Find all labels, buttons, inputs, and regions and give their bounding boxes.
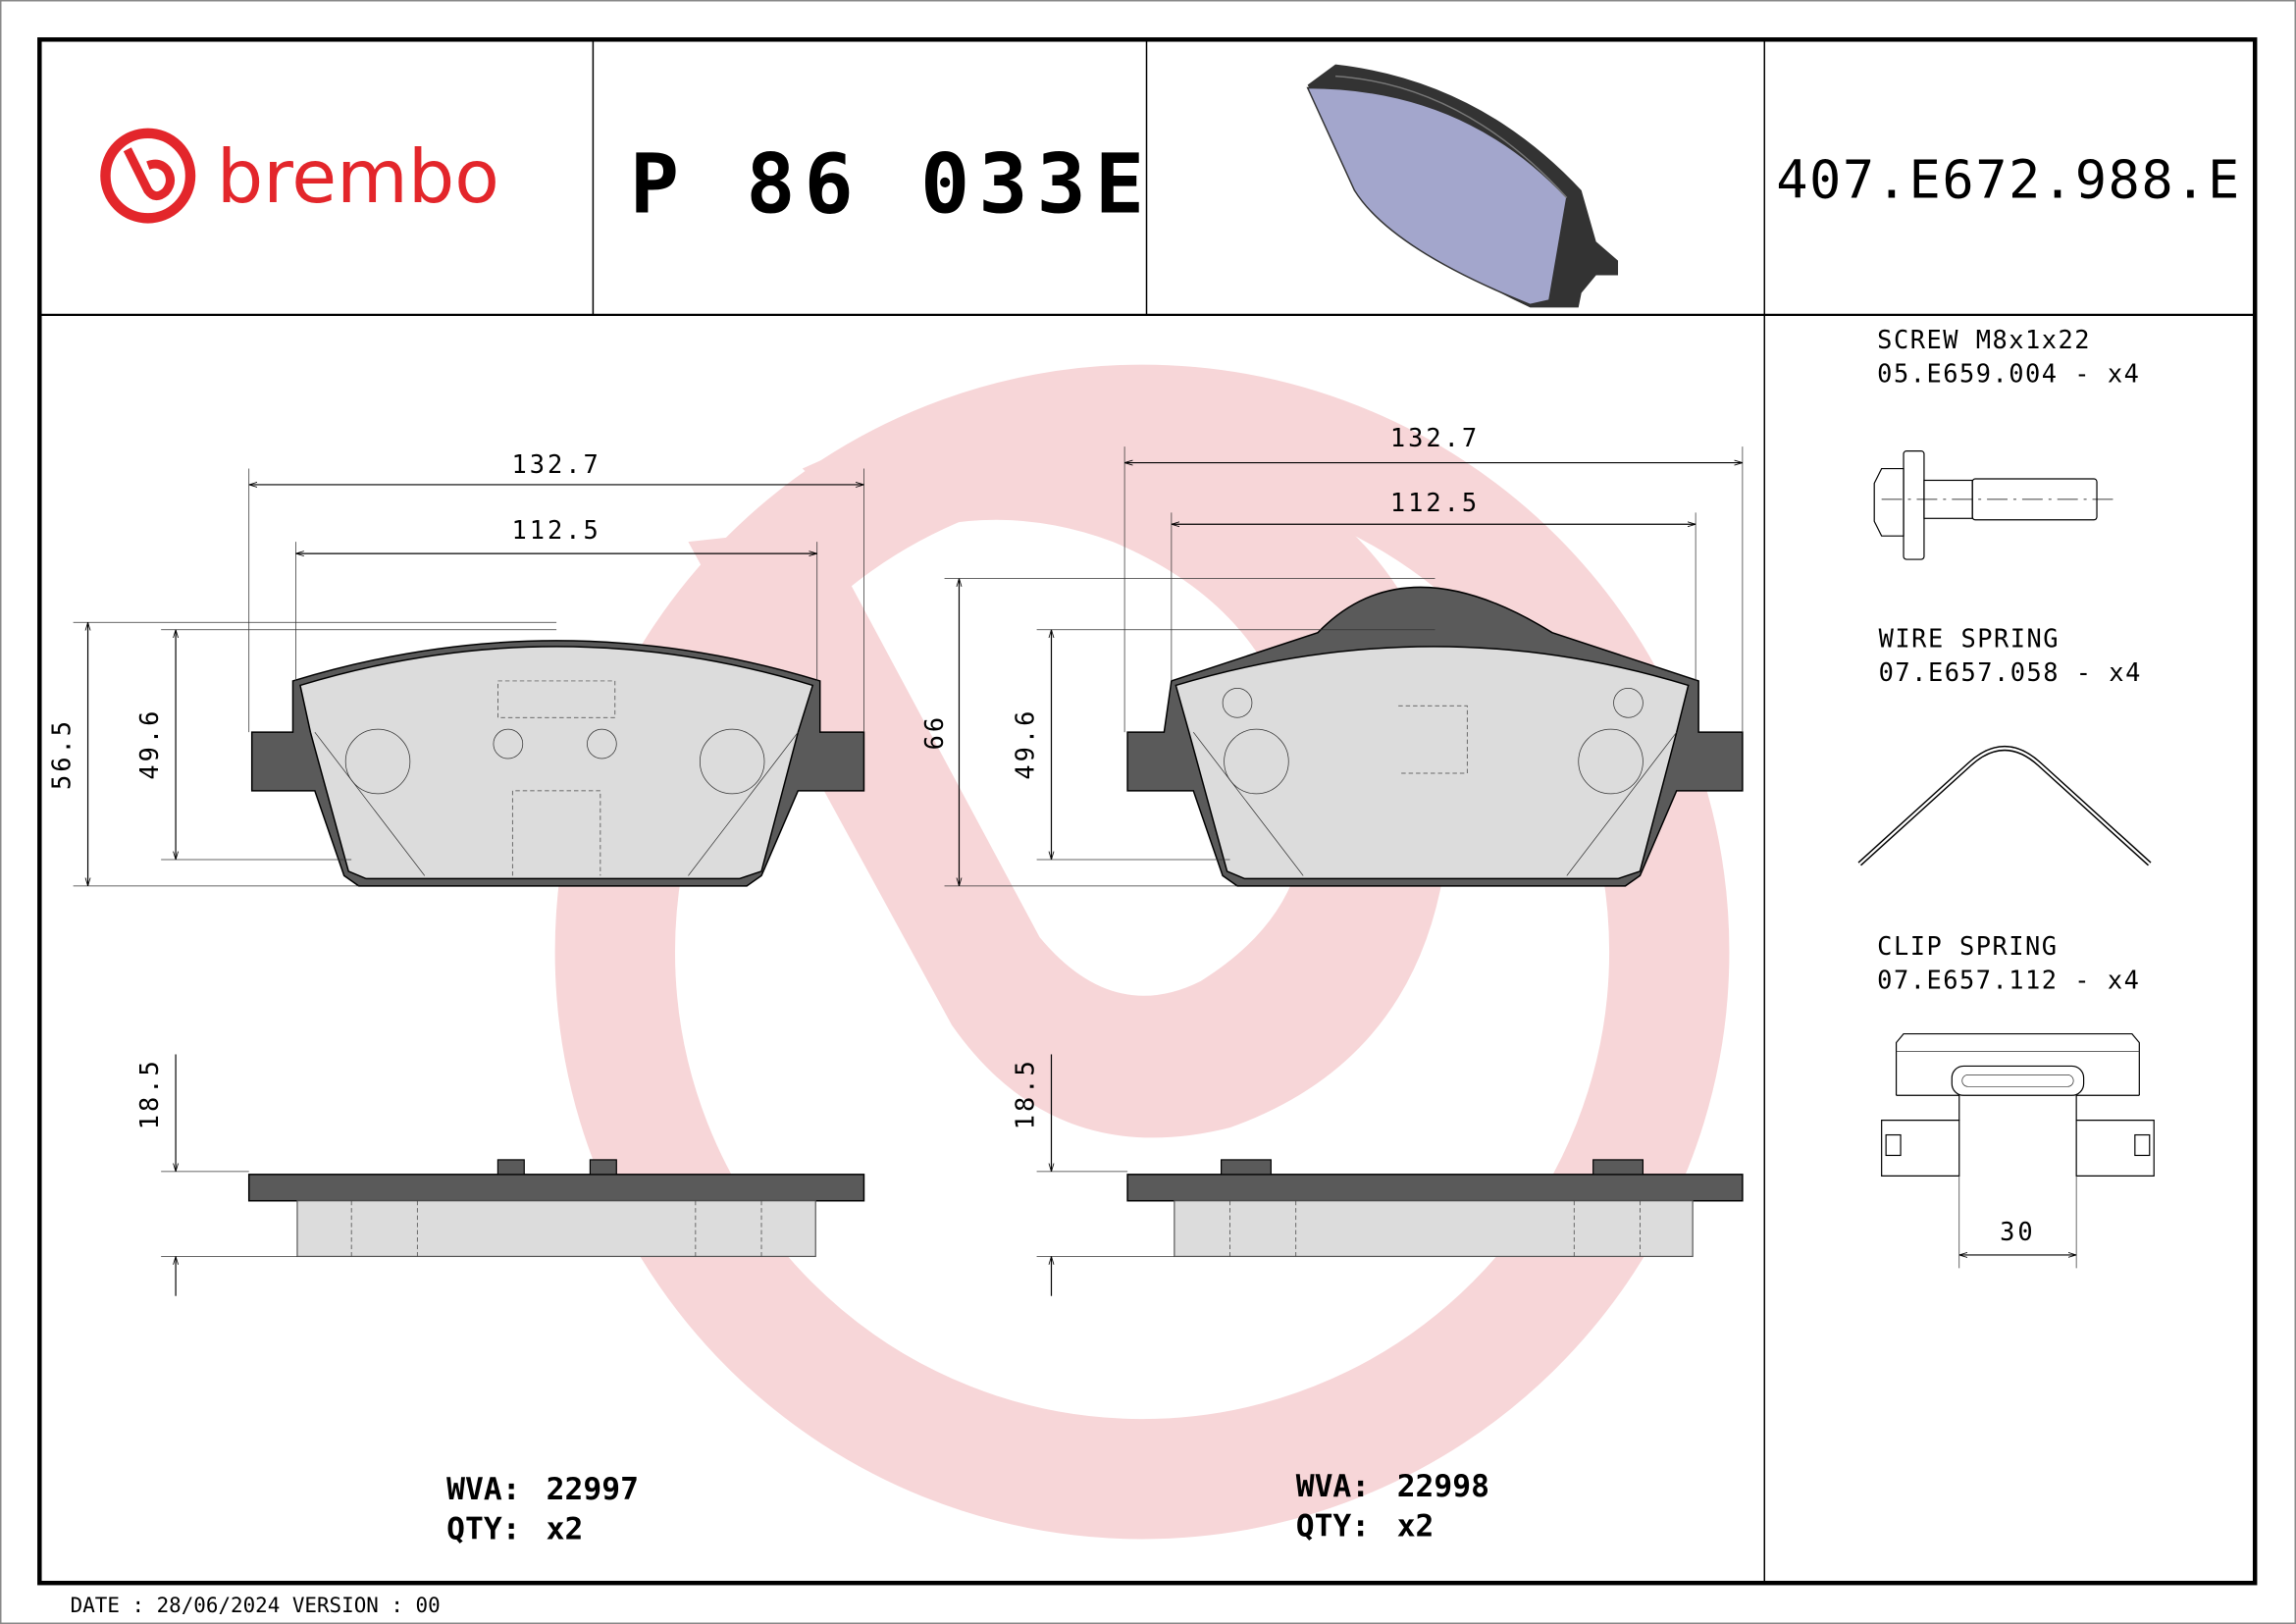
screw-icon	[1873, 450, 2116, 560]
svg-text:18.5: 18.5	[134, 1058, 164, 1129]
svg-text:05.E659.004 - x4: 05.E659.004 - x4	[1877, 358, 2140, 388]
brand-wordmark: brembo	[217, 134, 499, 220]
accessory-clip-spring: CLIP SPRING 07.E657.112 - x4 30	[1877, 931, 2155, 1269]
left-pad-info: WVA: 22997 QTY: x2	[446, 1472, 639, 1546]
brembo-logo: brembo	[100, 128, 499, 224]
svg-text:CLIP SPRING: CLIP SPRING	[1877, 931, 2058, 961]
svg-text:07.E657.112 - x4: 07.E657.112 - x4	[1877, 965, 2140, 994]
svg-text:22998: 22998	[1397, 1469, 1489, 1504]
right-pad-side-view: 18.5	[1011, 1054, 1744, 1296]
accessory-wire-spring: WIRE SPRING 07.E657.058 - x4	[1857, 624, 2152, 866]
left-pad-dimensions: 132.7 112.5 56.5 49.6	[47, 449, 864, 887]
svg-text:132.7: 132.7	[511, 449, 600, 479]
svg-text:QTY:: QTY:	[1296, 1508, 1370, 1544]
wire-spring-icon	[1857, 745, 2152, 866]
date-version-footer: DATE : 28/06/2024 VERSION : 00	[71, 1594, 441, 1617]
svg-text:112.5: 112.5	[511, 515, 600, 545]
right-pad-front-view	[1126, 586, 1744, 887]
svg-text:22997: 22997	[547, 1472, 639, 1507]
right-pad-dimensions: 132.7 112.5 66 49.6	[919, 423, 1744, 887]
svg-text:66: 66	[919, 714, 949, 751]
svg-text:49.6: 49.6	[1011, 708, 1040, 780]
svg-text:112.5: 112.5	[1390, 488, 1480, 517]
svg-text:49.6: 49.6	[134, 708, 164, 780]
part-number: P 86 033E	[630, 135, 1153, 232]
svg-text:WVA:: WVA:	[446, 1472, 520, 1507]
drawing-number: 407.E672.988.E	[1776, 148, 2241, 210]
svg-text:56.5: 56.5	[47, 718, 77, 790]
left-pad-side-view: 18.5	[134, 1054, 865, 1296]
accessory-screw: SCREW M8x1x22 05.E659.004 - x4	[1873, 325, 2140, 560]
svg-text:WVA:: WVA:	[1296, 1469, 1370, 1504]
brembo-watermark	[554, 364, 1730, 1540]
svg-text:QTY:: QTY:	[446, 1511, 520, 1546]
right-pad-info: WVA: 22998 QTY: x2	[1296, 1469, 1489, 1544]
clip-spring-icon: 30	[1881, 1032, 2155, 1269]
svg-text:18.5: 18.5	[1011, 1058, 1040, 1129]
svg-text:30: 30	[2000, 1217, 2036, 1246]
left-pad-front-view	[250, 640, 865, 887]
svg-text:07.E657.058 - x4: 07.E657.058 - x4	[1879, 657, 2142, 687]
svg-text:SCREW M8x1x22: SCREW M8x1x22	[1877, 325, 2091, 354]
pad-preview-image	[1306, 64, 1619, 308]
svg-text:WIRE SPRING: WIRE SPRING	[1879, 624, 2060, 654]
svg-text:x2: x2	[547, 1511, 584, 1546]
svg-text:132.7: 132.7	[1390, 423, 1480, 452]
svg-text:x2: x2	[1397, 1508, 1435, 1544]
